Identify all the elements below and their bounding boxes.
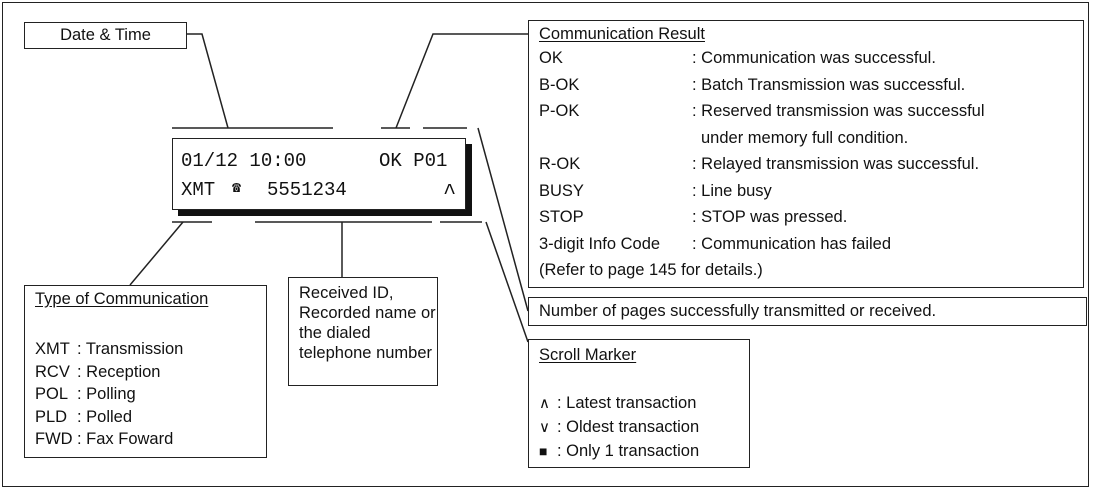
- oldest-transaction-icon: ∨: [539, 419, 550, 436]
- scroll-marker-title: Scroll Marker: [539, 346, 637, 364]
- scroll-connector: [485, 221, 529, 343]
- type-description: : Polling: [77, 385, 136, 403]
- latest-transaction-icon: ∧: [539, 395, 550, 412]
- received-id-line: Received ID,: [299, 284, 394, 302]
- scroll-marker-desc: : Latest transaction: [557, 394, 697, 412]
- received-id-line: the dialed: [299, 324, 371, 342]
- date-time-box: Date & Time: [24, 22, 187, 49]
- result-connector: [395, 33, 528, 129]
- result-description: : Reserved transmission was successful: [692, 102, 985, 120]
- result-code: P-OK: [539, 102, 580, 120]
- type-description: : Transmission: [77, 340, 184, 358]
- result-code: B-OK: [539, 75, 580, 94]
- single-transaction-icon: ■: [539, 443, 548, 459]
- phone-icon: ☎: [232, 180, 242, 197]
- pages-connector: [477, 127, 529, 312]
- result-description: : Relayed transmission was successful.: [692, 155, 980, 173]
- type-code: FWD: [35, 430, 73, 448]
- result-code: STOP: [539, 208, 584, 226]
- result-code: BUSY: [539, 181, 584, 200]
- result-description: : Communication was successful.: [692, 49, 936, 67]
- scroll-marker-desc: : Only 1 transaction: [557, 442, 700, 460]
- scroll-marker-box: Scroll Marker ∧ : Latest transaction ∨ :…: [528, 339, 750, 468]
- type-code: RCV: [35, 362, 70, 381]
- pages-box: Number of pages successfully transmitted…: [528, 297, 1087, 326]
- communication-result-title: Communication Result: [539, 25, 705, 43]
- type-of-communication-title: Type of Communication: [35, 290, 209, 308]
- type-code: PLD: [35, 407, 68, 426]
- result-description: : Communication has failed: [692, 234, 892, 253]
- result-code: R-OK: [539, 155, 581, 173]
- type-connector: [129, 221, 184, 286]
- date-time-label: Date & Time: [60, 26, 151, 44]
- lcd-type: XMT: [181, 179, 216, 201]
- lcd-number: 5551234: [267, 179, 347, 201]
- scroll-marker-desc: : Oldest transaction: [557, 418, 700, 436]
- result-description: : Line busy: [692, 181, 772, 200]
- type-description: : Polled: [77, 407, 133, 426]
- received-id-line: telephone number: [299, 344, 433, 362]
- result-code: OK: [539, 49, 563, 67]
- lcd-display: 01/12 10:00 OK P01 XMT ☎ 5551234 ^: [172, 138, 466, 210]
- type-description: : Reception: [77, 362, 161, 381]
- result-code: 3-digit Info Code: [539, 234, 661, 253]
- lcd-date-time: 01/12 10:00: [181, 150, 307, 172]
- date-time-connector: [187, 33, 229, 129]
- received-id-box: Received ID, Recorded name or the dialed…: [288, 277, 438, 386]
- result-description: : STOP was pressed.: [692, 208, 848, 226]
- lcd-result: OK P01: [379, 150, 448, 172]
- type-code: POL: [35, 385, 69, 403]
- type-code: XMT: [35, 340, 70, 358]
- result-description: : Batch Transmission was successful.: [692, 75, 966, 94]
- received-id-line: Recorded name or: [299, 304, 436, 322]
- pages-label: Number of pages successfully transmitted…: [539, 302, 937, 320]
- refer-note: (Refer to page 145 for details.): [539, 261, 763, 279]
- scroll-up-icon: ^: [443, 181, 457, 206]
- communication-result-box: Communication Result (Refer to page 145 …: [528, 20, 1084, 288]
- type-description: : Fax Foward: [77, 430, 174, 448]
- result-description: under memory full condition.: [701, 128, 909, 147]
